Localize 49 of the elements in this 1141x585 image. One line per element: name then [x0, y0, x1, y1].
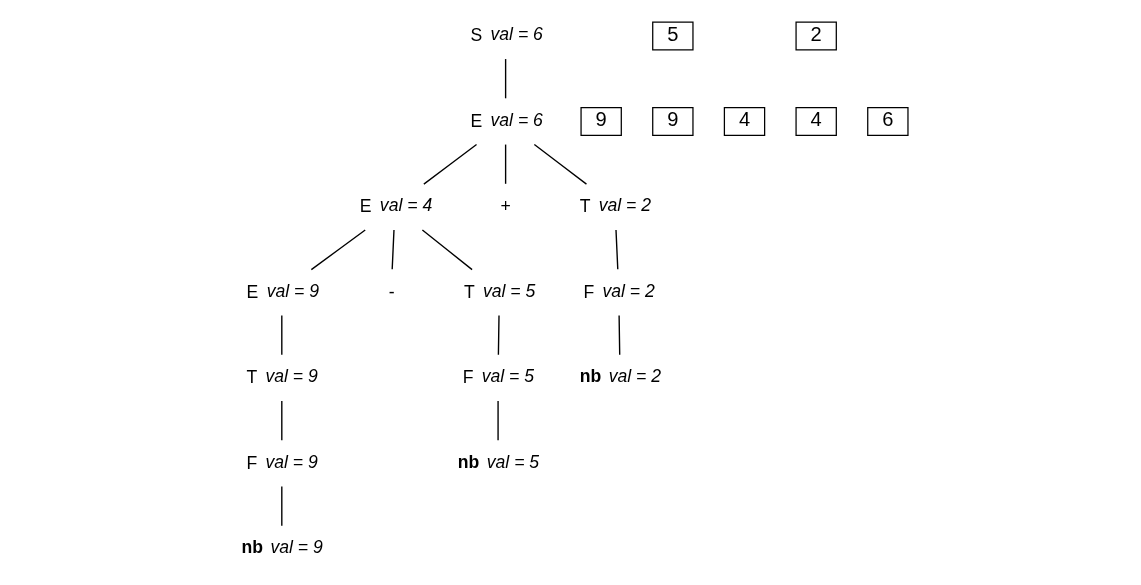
- node-label: val = 6: [490, 109, 543, 130]
- node-text: nb: [579, 366, 601, 387]
- node-text: F: [583, 281, 594, 302]
- node-text: T: [246, 367, 257, 388]
- node-text: F: [246, 452, 257, 473]
- node-text: T: [579, 196, 591, 217]
- node-box: 9: [579, 107, 622, 136]
- node-label: val = 2: [598, 195, 651, 216]
- node-label: val = 5: [482, 280, 535, 301]
- node-label: val = 4: [379, 195, 432, 216]
- node-box: 5: [651, 21, 694, 51]
- connector: [280, 400, 282, 441]
- node-text: S: [469, 25, 482, 46]
- node-label: val = 2: [608, 366, 661, 387]
- connector: [310, 229, 366, 271]
- connector: [504, 143, 506, 185]
- node-label: val = 2: [601, 280, 655, 301]
- node-text: E: [246, 281, 258, 302]
- node-label: val = 5: [481, 366, 534, 387]
- node-box: 6: [866, 107, 909, 136]
- connector: [617, 314, 620, 356]
- node-box: 4: [723, 107, 765, 136]
- node-text: E: [359, 196, 372, 217]
- node-label: val = 5: [486, 451, 539, 472]
- connector: [391, 229, 395, 270]
- node-text: nb: [241, 537, 263, 558]
- node-text: +: [500, 196, 511, 217]
- node-box: 4: [794, 107, 837, 136]
- connector: [614, 229, 618, 270]
- node-label: val = 9: [264, 451, 318, 472]
- node-text: E: [469, 110, 482, 131]
- connector: [422, 143, 477, 185]
- connector: [504, 58, 506, 99]
- node-text: T: [463, 281, 475, 302]
- connector: [497, 314, 500, 356]
- connector: [421, 229, 473, 271]
- node-label: val = 9: [266, 280, 319, 301]
- node-box: 9: [651, 107, 694, 136]
- node-label: val = 9: [264, 366, 318, 387]
- node-label: val = 9: [269, 537, 323, 558]
- node-box: 2: [794, 21, 837, 51]
- connector: [496, 400, 499, 441]
- connector: [533, 143, 587, 185]
- node-text: F: [462, 367, 474, 388]
- node-text: -: [388, 281, 395, 302]
- connector: [280, 314, 282, 356]
- connector: [280, 485, 282, 527]
- node-text: nb: [457, 451, 479, 472]
- node-label: val = 6: [490, 24, 543, 45]
